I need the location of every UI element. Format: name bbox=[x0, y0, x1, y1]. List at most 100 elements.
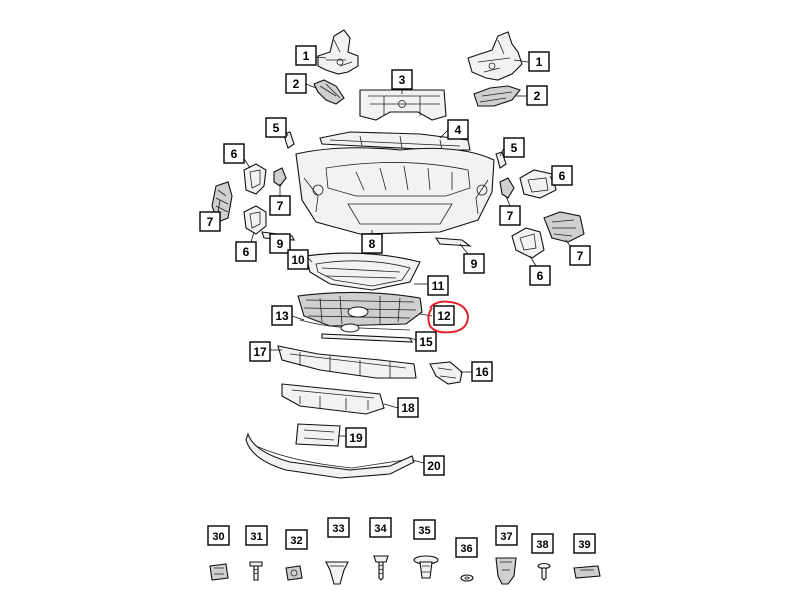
hardware-callout-box bbox=[285, 529, 308, 550]
hardware-callout-box bbox=[495, 525, 518, 546]
callout-number: 11 bbox=[432, 279, 445, 293]
part-6-upper-left-bezel bbox=[243, 163, 267, 195]
part-8-bumper-fascia bbox=[295, 147, 495, 235]
callout-box bbox=[391, 69, 413, 90]
part-10-lower-grille-frame bbox=[305, 252, 421, 291]
part-6-lower-right-bezel bbox=[511, 227, 545, 259]
callout-box bbox=[447, 119, 469, 140]
hardware-callout-37: 37 bbox=[495, 525, 518, 546]
hardware-callout-31: 31 bbox=[245, 525, 268, 546]
callout-9: 9 bbox=[269, 233, 291, 254]
part-13-lower-molding bbox=[299, 319, 411, 333]
callout-9: 9 bbox=[463, 253, 485, 274]
hardware-callout-39: 39 bbox=[573, 533, 596, 554]
hardware-callout-34: 34 bbox=[369, 517, 392, 538]
hardware-callout-box bbox=[573, 533, 596, 554]
part-5-right-clip bbox=[495, 151, 507, 169]
hardware-callout-box bbox=[531, 533, 554, 554]
callout-number: 19 bbox=[349, 431, 363, 445]
hardware-callout-30: 30 bbox=[207, 525, 230, 546]
callout-number: 7 bbox=[577, 249, 584, 263]
callout-number: 5 bbox=[511, 141, 518, 155]
callout-number: 1 bbox=[536, 55, 543, 69]
callout-box bbox=[427, 275, 449, 296]
callout-8: 8 bbox=[361, 233, 383, 254]
hardware-callout-box bbox=[245, 525, 268, 546]
callout-number: 7 bbox=[207, 215, 214, 229]
part-20-lower-spoiler bbox=[245, 432, 415, 479]
callout-number: 10 bbox=[291, 253, 305, 267]
callout-box bbox=[423, 455, 445, 476]
callout-box bbox=[415, 331, 437, 352]
hardware-39-clip-nut bbox=[573, 565, 601, 579]
callout-6: 6 bbox=[551, 165, 573, 186]
callout-number: 2 bbox=[293, 77, 300, 91]
hardware-callout-number: 30 bbox=[212, 531, 224, 543]
part-7-left-clip bbox=[273, 167, 287, 187]
callout-13: 13 bbox=[271, 305, 293, 326]
hardware-callout-box bbox=[413, 519, 436, 540]
part-18-lower-shield bbox=[281, 383, 385, 415]
part-4-upper-beam bbox=[319, 131, 471, 151]
callout-box bbox=[503, 137, 525, 158]
callout-6: 6 bbox=[223, 143, 245, 164]
part-7-right-clip bbox=[499, 177, 515, 199]
callout-number: 9 bbox=[277, 237, 284, 251]
callout-number: 16 bbox=[475, 365, 489, 379]
hardware-callout-box bbox=[455, 537, 478, 558]
callout-box bbox=[433, 305, 455, 326]
callout-number: 9 bbox=[471, 257, 478, 271]
part-1-right-bracket bbox=[467, 31, 523, 81]
callout-number: 6 bbox=[559, 169, 566, 183]
callout-box bbox=[526, 85, 548, 106]
callout-box bbox=[285, 73, 307, 94]
part-6-upper-right-bezel bbox=[519, 169, 557, 199]
hardware-35-push-pin bbox=[413, 555, 439, 579]
callout-box bbox=[271, 305, 293, 326]
callout-20: 20 bbox=[423, 455, 445, 476]
callout-number: 8 bbox=[369, 237, 376, 251]
callout-box bbox=[249, 341, 271, 362]
callout-number: 3 bbox=[399, 73, 406, 87]
part-16-side-bracket bbox=[429, 361, 463, 385]
callout-number: 20 bbox=[427, 459, 441, 473]
hardware-callout-number: 39 bbox=[578, 539, 590, 551]
hardware-callout-number: 36 bbox=[460, 543, 472, 555]
part-3-center-support bbox=[359, 89, 447, 121]
hardware-33-rivet bbox=[325, 561, 349, 585]
callout-2: 2 bbox=[285, 73, 307, 94]
part-6-lower-left-bezel bbox=[243, 205, 267, 235]
callout-18: 18 bbox=[397, 397, 419, 418]
callout-7: 7 bbox=[199, 211, 221, 232]
callout-5: 5 bbox=[265, 117, 287, 138]
callout-3: 3 bbox=[391, 69, 413, 90]
callout-16: 16 bbox=[471, 361, 493, 382]
hardware-37-retainer bbox=[495, 557, 517, 585]
callout-19: 19 bbox=[345, 427, 367, 448]
callout-box bbox=[569, 245, 591, 266]
part-2-right-bracket bbox=[473, 85, 521, 107]
callout-11: 11 bbox=[427, 275, 449, 296]
callout-box bbox=[551, 165, 573, 186]
callout-6: 6 bbox=[529, 265, 551, 286]
hardware-callout-number: 35 bbox=[418, 525, 430, 537]
hardware-30-clip bbox=[209, 563, 229, 581]
callout-number: 6 bbox=[231, 147, 238, 161]
callout-box bbox=[499, 205, 521, 226]
callout-number: 12 bbox=[437, 309, 451, 323]
part-15-trim-strip bbox=[321, 333, 413, 343]
callout-box bbox=[528, 51, 550, 72]
callout-number: 18 bbox=[401, 401, 415, 415]
callout-number: 1 bbox=[303, 49, 310, 63]
callout-1: 1 bbox=[528, 51, 550, 72]
part-17-lower-absorber bbox=[277, 345, 417, 379]
callout-box bbox=[361, 233, 383, 254]
hardware-31-bolt bbox=[249, 561, 263, 581]
part-12-main-grille bbox=[297, 291, 423, 327]
hardware-callout-number: 38 bbox=[536, 539, 548, 551]
hardware-callout-box bbox=[369, 517, 392, 538]
